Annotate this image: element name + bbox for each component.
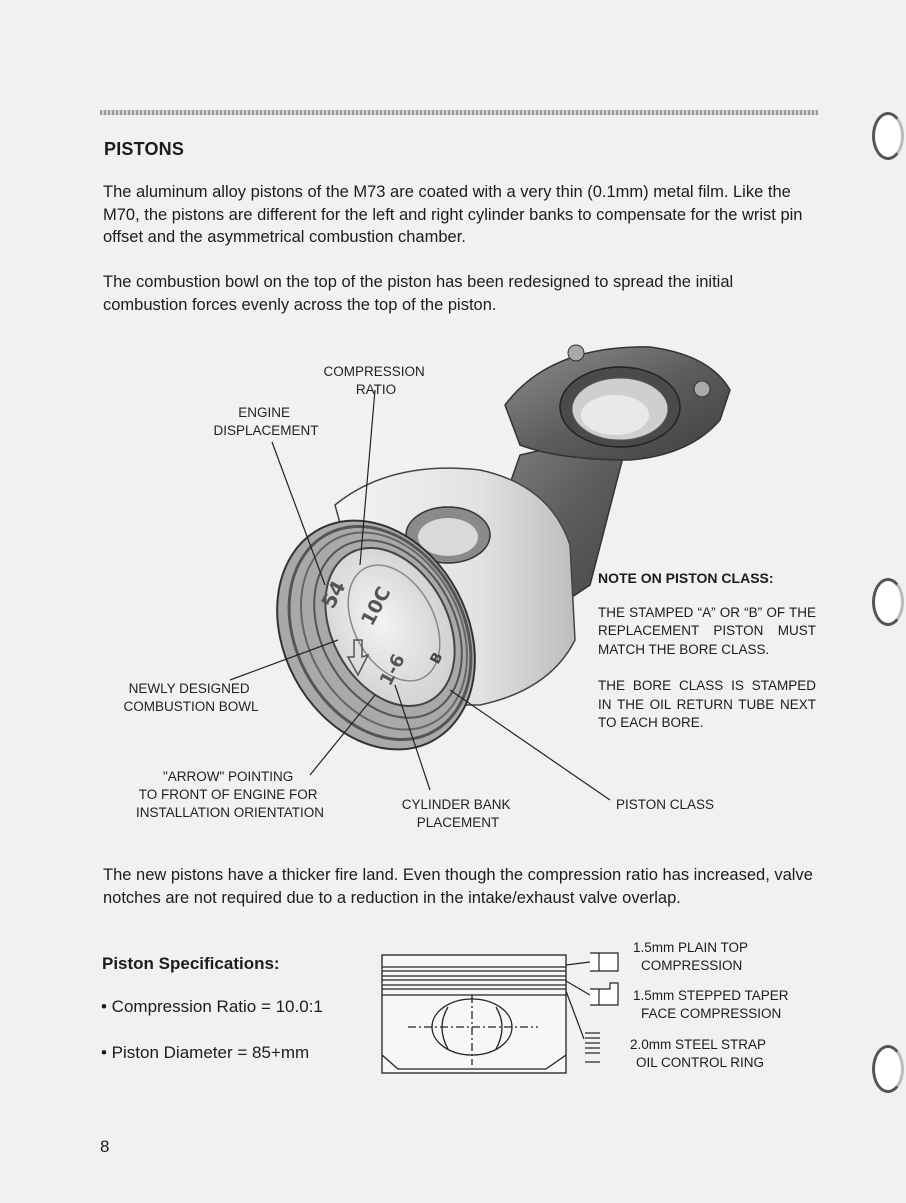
note-paragraph-1: THE STAMPED “A” OR “B” OF THE REPLACEMEN…: [598, 604, 816, 657]
spec-compression-ratio: • Compression Ratio = 10.0:1: [101, 997, 323, 1016]
ring-label-oil: 2.0mm STEEL STRAP OIL CONTROL RING: [630, 1037, 767, 1070]
spec-piston-diameter: • Piston Diameter = 85+mm: [101, 1043, 310, 1062]
label-engine-displacement: ENGINE DISPLACEMENT: [213, 405, 318, 438]
note-title: NOTE ON PISTON CLASS:: [598, 570, 774, 586]
paragraph-coating: The aluminum alloy pistons of the M73 ar…: [103, 183, 803, 246]
ring-label-second: 1.5mm STEPPED TAPER FACE COMPRESSION: [633, 988, 789, 1021]
piston-illustration: 54 10C 1-6 B COMPRESSION RATIO ENGINE DI…: [123, 344, 731, 830]
page-number: 8: [100, 1137, 110, 1156]
binder-hole-top: [872, 112, 904, 160]
label-arrow-orientation: "ARROW" POINTING TO FRONT OF ENGINE FOR …: [136, 769, 324, 820]
specs-heading: Piston Specifications:: [102, 954, 280, 973]
note-paragraph-2: THE BORE CLASS IS STAMPED IN THE OIL RET…: [598, 678, 816, 730]
piston-crown: 54 10C 1-6 B: [276, 519, 476, 751]
label-cylinder-bank: CYLINDER BANK PLACEMENT: [402, 797, 515, 830]
paragraph-fire-land: The new pistons have a thicker fire land…: [103, 866, 813, 907]
paragraph-combustion-bowl: The combustion bowl on the top of the pi…: [103, 273, 734, 314]
section-heading: PISTONS: [104, 139, 185, 159]
leader-lines: [229, 389, 611, 801]
ring-label-top: 1.5mm PLAIN TOP COMPRESSION: [633, 940, 749, 973]
label-piston-class: PISTON CLASS: [616, 797, 714, 812]
binder-hole-bottom: [872, 1045, 904, 1093]
label-combustion-bowl: NEWLY DESIGNED COMBUSTION BOWL: [123, 681, 258, 714]
ring-section-diagram: [381, 952, 619, 1074]
note-piston-class: NOTE ON PISTON CLASS: THE STAMPED “A” OR…: [598, 569, 816, 751]
arrow-stamp-icon: [346, 639, 370, 677]
header-rule: [100, 110, 818, 115]
binder-hole-middle: [872, 578, 904, 626]
label-compression-ratio: COMPRESSION RATIO: [323, 364, 428, 397]
